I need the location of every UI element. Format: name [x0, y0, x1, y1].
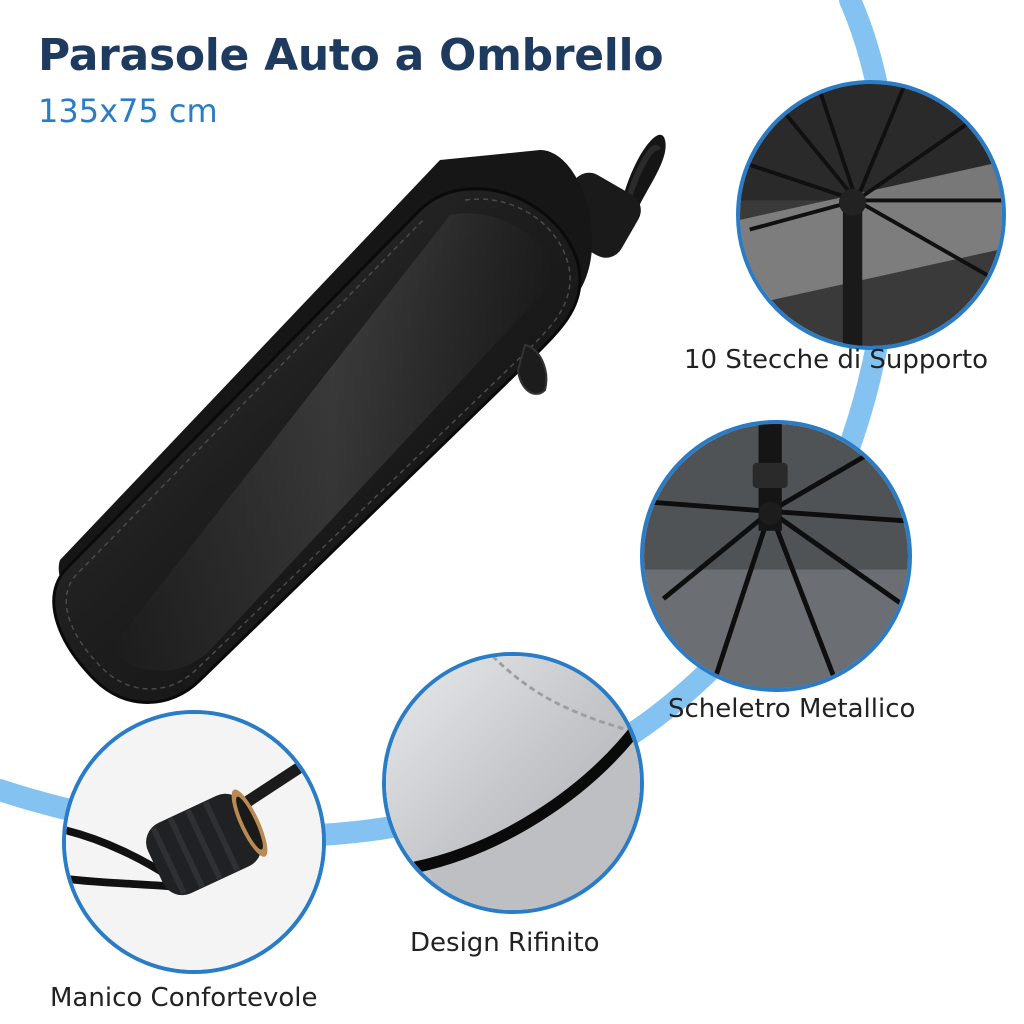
- design-closeup-image: [382, 652, 644, 914]
- umbrella-pouch-image: [52, 134, 666, 704]
- ribs-closeup-image: [736, 80, 1006, 350]
- zipper-tab: [516, 343, 548, 395]
- page-subtitle: 135x75 cm: [38, 92, 218, 130]
- page-title: Parasole Auto a Ombrello: [38, 30, 664, 81]
- feature-label-handle: Manico Confortevole: [50, 983, 318, 1013]
- handle-closeup-image: [62, 710, 326, 974]
- feature-label-design: Design Rifinito: [410, 928, 600, 958]
- feature-label-frame: Scheletro Metallico: [668, 694, 916, 724]
- feature-label-ribs: 10 Stecche di Supporto: [684, 345, 989, 375]
- frame-closeup-image: [640, 420, 912, 692]
